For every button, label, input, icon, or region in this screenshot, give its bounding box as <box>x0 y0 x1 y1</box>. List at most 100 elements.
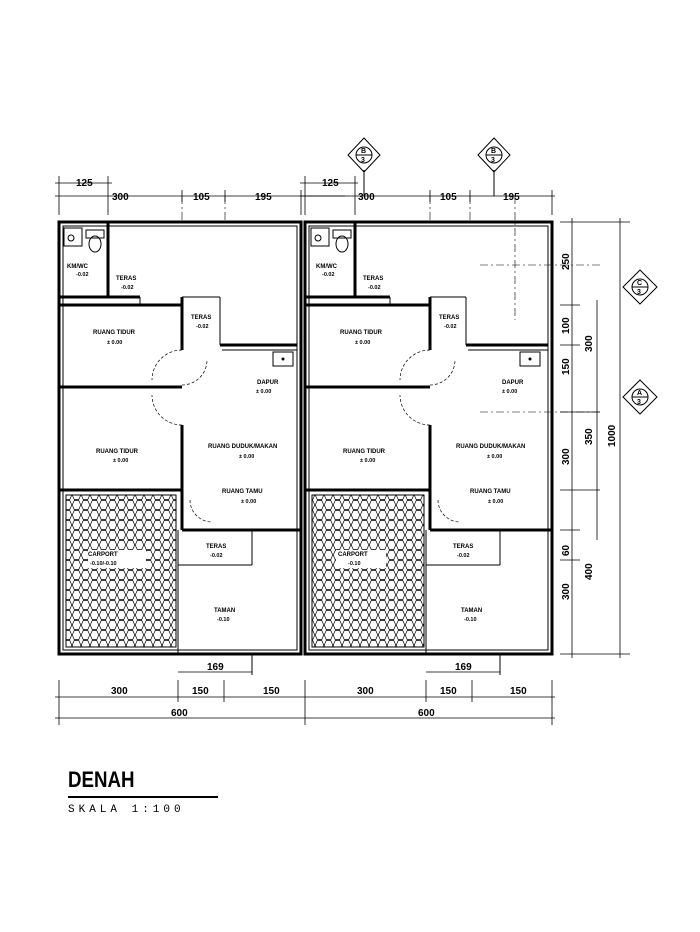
dim-top-a: 300 <box>112 192 129 203</box>
room-duduk-label: RUANG DUDUK/MAKAN <box>208 444 277 450</box>
section-b-letter: B <box>491 148 496 155</box>
dim-bottom-b-2: 150 <box>440 686 457 697</box>
room-tidur-1-label: RUANG TIDUR <box>340 330 383 336</box>
section-c-sheet: 3 <box>637 289 641 296</box>
dim-bottom-c-2: 150 <box>510 686 527 697</box>
room-tidur-2-label: RUANG TIDUR <box>96 449 139 455</box>
section-b-sheet: 3 <box>361 157 365 164</box>
section-c-letter: C <box>637 280 642 287</box>
section-a-sheet: 3 <box>637 399 641 406</box>
door-swing <box>151 349 183 381</box>
dim-top-first-2: 125 <box>322 178 339 189</box>
dim-top-c: 195 <box>255 192 272 203</box>
room-teras-back-label: TERAS <box>116 276 136 282</box>
toilet-fixture <box>63 227 105 253</box>
room-carport-level: -0.10/-0.10 <box>90 561 117 567</box>
room-duduk-level: ± 0.00 <box>239 454 254 460</box>
section-b-letter: B <box>361 148 366 155</box>
room-teras-front-level: -0.02 <box>210 553 223 559</box>
room-teras-back-level: -0.02 <box>121 285 134 291</box>
dim-top-b: 105 <box>193 192 210 203</box>
dim-right-e: 60 <box>561 544 572 556</box>
section-a-letter: A <box>637 390 642 397</box>
carport-paving <box>311 494 425 648</box>
room-dapur-level: ± 0.00 <box>256 389 271 395</box>
room-teras-front-label: TERAS <box>453 544 473 550</box>
dim-top-c-2: 195 <box>503 192 520 203</box>
room-taman-level: -0.10 <box>217 617 230 623</box>
section-b-sheet: 3 <box>491 157 495 164</box>
outer-wall <box>57 220 303 656</box>
room-kmwc-label: KM/WC <box>316 264 338 270</box>
dim-right-f: 300 <box>561 583 572 600</box>
room-teras-front-label: TERAS <box>206 544 226 550</box>
kitchen-sink <box>272 351 294 367</box>
drawing-legend: DENAH SKALA 1:100 <box>68 768 218 816</box>
room-teras-side-level: -0.02 <box>196 324 209 330</box>
room-tamu-level: ± 0.00 <box>488 499 503 505</box>
room-teras-back-label: TERAS <box>363 276 383 282</box>
dim-taman-width-2: 169 <box>455 662 472 673</box>
room-tidur-2-level: ± 0.00 <box>113 458 128 464</box>
dim-top-a-2: 300 <box>358 192 375 203</box>
room-tamu-level: ± 0.00 <box>241 499 256 505</box>
dim-bottom-a: 300 <box>111 686 128 697</box>
dim-bottom-c: 150 <box>263 686 280 697</box>
room-kmwc-level: -0.02 <box>76 272 89 278</box>
section-tag-b-left: B 3 <box>347 137 381 196</box>
dim-bottom-a-2: 300 <box>357 686 374 697</box>
room-carport-label: CARPORT <box>338 552 368 558</box>
dim-bottom-b: 150 <box>192 686 209 697</box>
room-taman-label: TAMAN <box>214 608 235 614</box>
room-dapur-label: DAPUR <box>502 380 524 386</box>
room-tidur-1-level: ± 0.00 <box>107 340 122 346</box>
dim-right-mid-c: 400 <box>584 563 595 580</box>
dim-taman-width: 169 <box>207 662 224 673</box>
drawing-scale: SKALA 1:100 <box>68 804 185 816</box>
room-teras-front-level: -0.02 <box>457 553 470 559</box>
title-underline <box>68 796 218 798</box>
dim-bottom-total-2: 600 <box>418 708 435 719</box>
dimension-lines <box>55 176 630 725</box>
carport-paving <box>65 494 177 648</box>
toilet-fixture <box>310 227 352 253</box>
dim-right-a: 250 <box>561 253 572 270</box>
room-duduk-level: ± 0.00 <box>487 454 502 460</box>
dim-bottom-total: 600 <box>171 708 188 719</box>
room-taman-label: TAMAN <box>461 608 482 614</box>
room-tidur-2-label: RUANG TIDUR <box>343 449 386 455</box>
room-tamu-label: RUANG TAMU <box>222 489 263 495</box>
room-carport-level: -0.10 <box>348 561 361 567</box>
dim-right-mid-a: 300 <box>584 335 595 352</box>
dim-top-b-2: 105 <box>440 192 457 203</box>
dim-right-c: 150 <box>561 358 572 375</box>
room-duduk-label: RUANG DUDUK/MAKAN <box>456 444 525 450</box>
room-dapur-level: ± 0.00 <box>502 389 517 395</box>
unit-right <box>303 196 600 675</box>
room-taman-level: -0.10 <box>464 617 477 623</box>
room-kmwc-level: -0.02 <box>322 272 335 278</box>
section-tag-a: A 3 <box>622 379 658 415</box>
room-tidur-2-level: ± 0.00 <box>360 458 375 464</box>
dim-top-first: 125 <box>76 178 93 189</box>
section-tag-b-right: B 3 <box>477 137 511 196</box>
room-teras-side-label: TERAS <box>439 315 459 321</box>
dim-right-d: 300 <box>561 448 572 465</box>
dim-right-mid-b: 350 <box>584 428 595 445</box>
room-teras-side-label: TERAS <box>191 315 211 321</box>
room-teras-back-level: -0.02 <box>368 285 381 291</box>
room-tidur-1-label: RUANG TIDUR <box>93 330 136 336</box>
room-carport-label: CARPORT <box>88 552 118 558</box>
unit-left <box>57 196 303 675</box>
dim-right-total: 1000 <box>607 424 618 447</box>
kitchen-sink <box>519 351 541 367</box>
room-tamu-label: RUANG TAMU <box>470 489 511 495</box>
room-teras-side-level: -0.02 <box>444 324 457 330</box>
room-tidur-1-level: ± 0.00 <box>355 340 370 346</box>
room-dapur-label: DAPUR <box>257 380 279 386</box>
dim-right-b: 100 <box>561 317 572 334</box>
section-tag-c: C 3 <box>622 269 658 305</box>
outer-wall <box>303 220 554 656</box>
drawing-title: DENAH <box>68 767 135 792</box>
